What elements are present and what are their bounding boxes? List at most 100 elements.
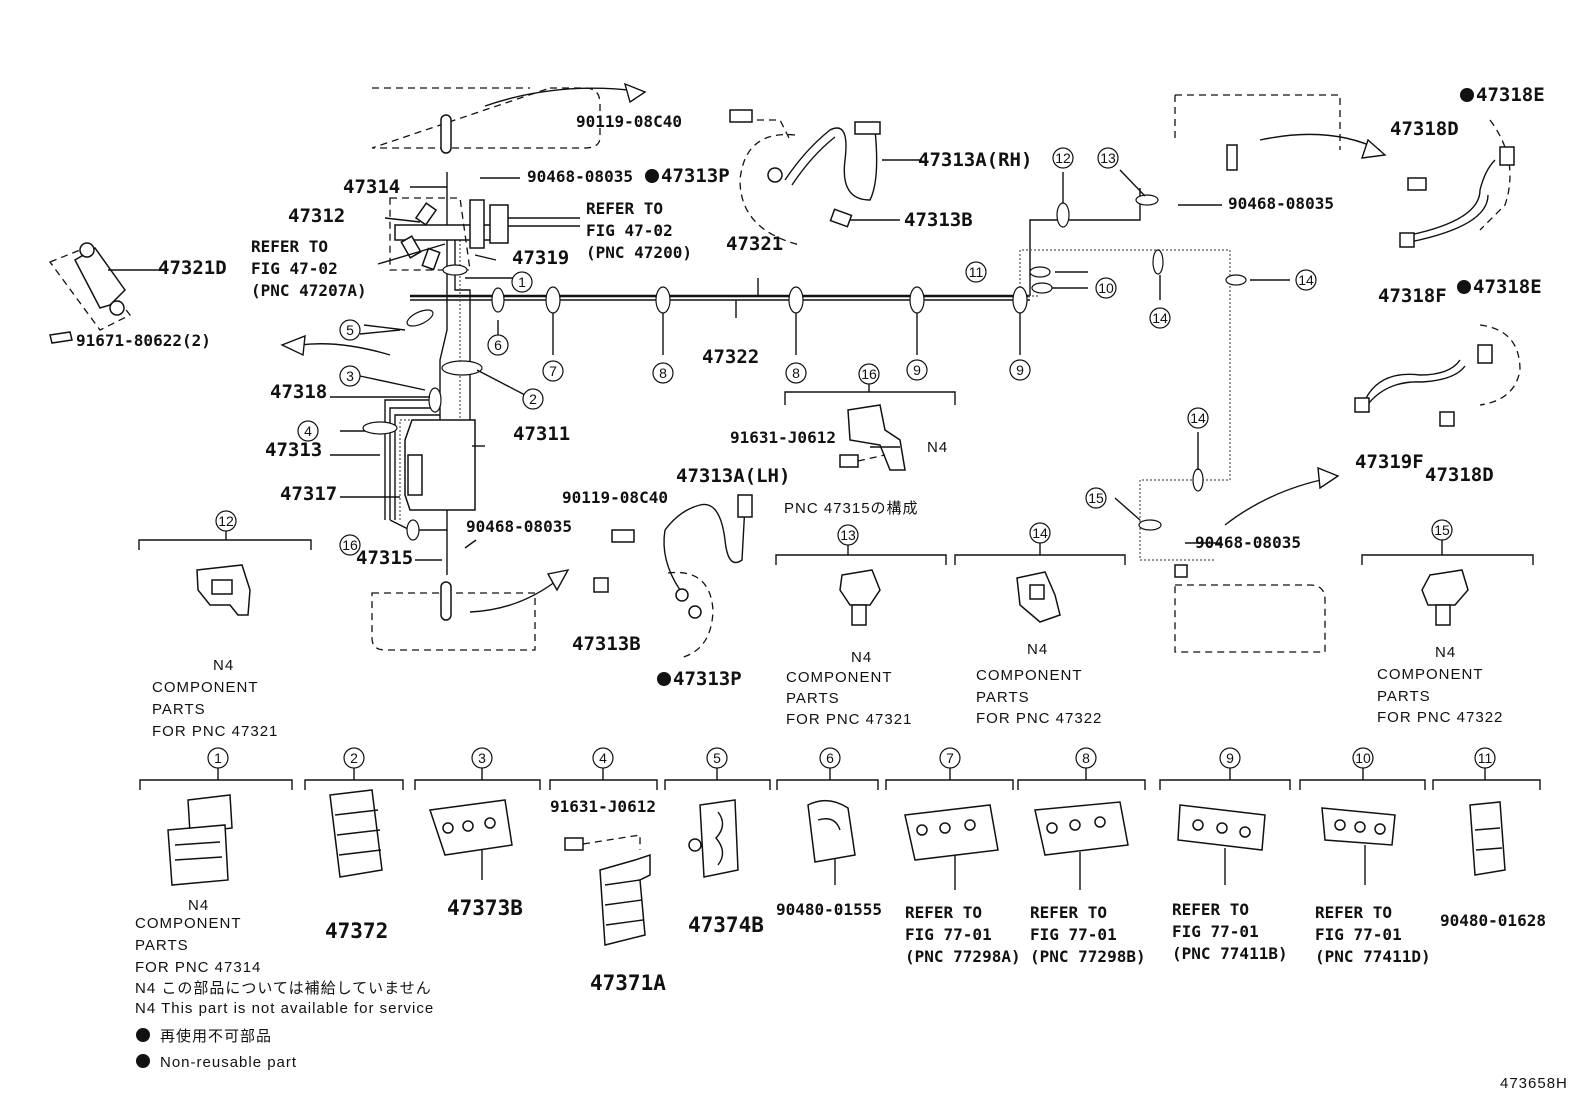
svg-text:N4: N4 <box>1435 644 1456 661</box>
non-reusable-bullet <box>1457 280 1471 294</box>
label-n4-detail16: N4 <box>927 439 948 456</box>
svg-text:6: 6 <box>494 337 502 353</box>
label-47313B-a: 47313B <box>904 209 973 231</box>
svg-text:91631-J0612: 91631-J0612 <box>550 797 656 816</box>
svg-text:47374B: 47374B <box>688 913 764 937</box>
label-47313P-b: 47313P <box>673 668 742 690</box>
leader-lines <box>330 159 1290 561</box>
callout-14c: 14 <box>1187 407 1209 429</box>
svg-text:PARTS: PARTS <box>152 701 206 718</box>
label-47313A-RH: 47313A(RH) <box>918 149 1032 171</box>
clamp-4: 4 91631-J0612 47371A <box>549 747 666 995</box>
svg-text:N4: N4 <box>213 657 234 674</box>
label-91631-detail16: 91631-J0612 <box>730 428 836 447</box>
svg-text:12: 12 <box>218 513 234 529</box>
rear-left-detail-box <box>371 569 570 651</box>
svg-text:FIG 77-01: FIG 77-01 <box>905 925 992 944</box>
label-47313P-a: 47313P <box>661 165 730 187</box>
svg-text:FIG 77-01: FIG 77-01 <box>1172 922 1259 941</box>
rr-hose-lower <box>1354 324 1521 427</box>
svg-text:8: 8 <box>659 365 667 381</box>
svg-text:(PNC 77298B): (PNC 77298B) <box>1030 947 1146 966</box>
callout-5: 5 <box>339 319 361 341</box>
label-refer-47207A-2: FIG 47-02 <box>251 259 338 278</box>
label-refer-47200-3: (PNC 47200) <box>586 243 692 262</box>
svg-text:6: 6 <box>826 750 834 766</box>
svg-text:10: 10 <box>1355 750 1371 766</box>
lh-hose-detail <box>593 494 753 659</box>
svg-text:14: 14 <box>1190 410 1206 426</box>
callout-12: 12 <box>1052 147 1074 169</box>
legend-bullet-ja: 再使用不可部品 <box>160 1028 272 1045</box>
clamp-row: 1 N4 COMPONENT PARTS FOR PNC 47314 2 473… <box>135 747 1546 995</box>
callout-16: 16 <box>339 534 361 556</box>
label-47318F: 47318F <box>1378 285 1447 307</box>
label-47318D-b: 47318D <box>1425 464 1494 486</box>
clamp-6: 6 90480-01555 <box>776 747 882 919</box>
legend-bullet-icon <box>136 1054 150 1068</box>
label-47315: 47315 <box>356 547 413 569</box>
callout-10: 10 <box>1095 277 1117 299</box>
svg-text:15: 15 <box>1434 522 1450 538</box>
svg-text:PARTS: PARTS <box>135 937 189 954</box>
svg-text:7: 7 <box>946 750 954 766</box>
svg-text:12: 12 <box>1055 150 1071 166</box>
callout-14a: 14 <box>1149 307 1171 329</box>
label-pnc-47315: PNC 47315の構成 <box>784 500 919 517</box>
label-refer-47207A-1: REFER TO <box>251 237 328 256</box>
svg-text:10: 10 <box>1098 280 1114 296</box>
legend-bullet-en: Non-reusable part <box>160 1054 297 1071</box>
svg-text:FOR PNC 47322: FOR PNC 47322 <box>1377 709 1503 726</box>
rh-hose-detail <box>729 109 881 246</box>
callout-9b: 9 <box>1009 359 1031 381</box>
svg-text:8: 8 <box>792 365 800 381</box>
rear-right-detail-box <box>1174 466 1340 653</box>
circled-numbers: 1 2 3 4 5 6 7 8 8 9 9 10 11 12 13 14 14 … <box>297 147 1317 556</box>
clamp-8: 8 REFER TO FIG 77-01 (PNC 77298B) <box>1017 747 1146 966</box>
svg-text:90480-01555: 90480-01555 <box>776 900 882 919</box>
label-47318E-a: 47318E <box>1476 84 1545 106</box>
svg-text:15: 15 <box>1088 490 1104 506</box>
label-91671: 91671-80622(2) <box>76 331 211 350</box>
svg-text:REFER TO: REFER TO <box>905 903 982 922</box>
label-refer-47200-2: FIG 47-02 <box>586 221 673 240</box>
bracket-47321D <box>48 242 160 344</box>
svg-text:FOR PNC 47321: FOR PNC 47321 <box>152 723 278 740</box>
callout-4: 4 <box>297 420 319 442</box>
callout-2: 2 <box>522 388 544 410</box>
label-47321D: 47321D <box>158 257 227 279</box>
svg-text:5: 5 <box>713 750 721 766</box>
svg-text:COMPONENT: COMPONENT <box>976 667 1083 684</box>
svg-text:3: 3 <box>478 750 486 766</box>
label-47318D-a: 47318D <box>1390 118 1459 140</box>
label-90468-c: 90468-08035 <box>466 517 572 536</box>
svg-text:(PNC 77411D): (PNC 77411D) <box>1315 947 1431 966</box>
svg-text:9: 9 <box>913 362 921 378</box>
label-47317: 47317 <box>280 483 337 505</box>
svg-text:1: 1 <box>214 750 222 766</box>
svg-text:COMPONENT: COMPONENT <box>152 679 259 696</box>
svg-text:11: 11 <box>1478 750 1493 766</box>
label-90468-b: 90468-08035 <box>1228 194 1334 213</box>
label-47319: 47319 <box>512 247 569 269</box>
label-90119-a: 90119-08C40 <box>576 112 682 131</box>
svg-text:(PNC 77411B): (PNC 77411B) <box>1172 944 1288 963</box>
svg-text:REFER TO: REFER TO <box>1315 903 1392 922</box>
legend: N4 この部品については補給していません N4 This part is not… <box>135 980 434 1071</box>
svg-text:1: 1 <box>518 274 526 290</box>
svg-text:2: 2 <box>529 391 537 407</box>
clamp-2: 2 47372 <box>304 747 404 943</box>
non-reusable-bullet <box>657 672 671 686</box>
legend-n4-en: N4 This part is not available for servic… <box>135 1000 434 1017</box>
callout-1: 1 <box>511 271 533 293</box>
callout-11: 11 <box>965 261 987 283</box>
svg-text:REFER TO: REFER TO <box>1030 903 1107 922</box>
clamp-11: 11 90480-01628 <box>1432 747 1546 930</box>
drawing-id: 473658H <box>1500 1075 1568 1092</box>
clamp-1: 1 N4 COMPONENT PARTS FOR PNC 47314 <box>135 747 293 976</box>
svg-text:16: 16 <box>342 537 358 553</box>
svg-text:REFER TO: REFER TO <box>1172 900 1249 919</box>
svg-text:COMPONENT: COMPONENT <box>786 669 893 686</box>
callout-6: 6 <box>487 334 509 356</box>
svg-text:47371A: 47371A <box>590 971 666 995</box>
